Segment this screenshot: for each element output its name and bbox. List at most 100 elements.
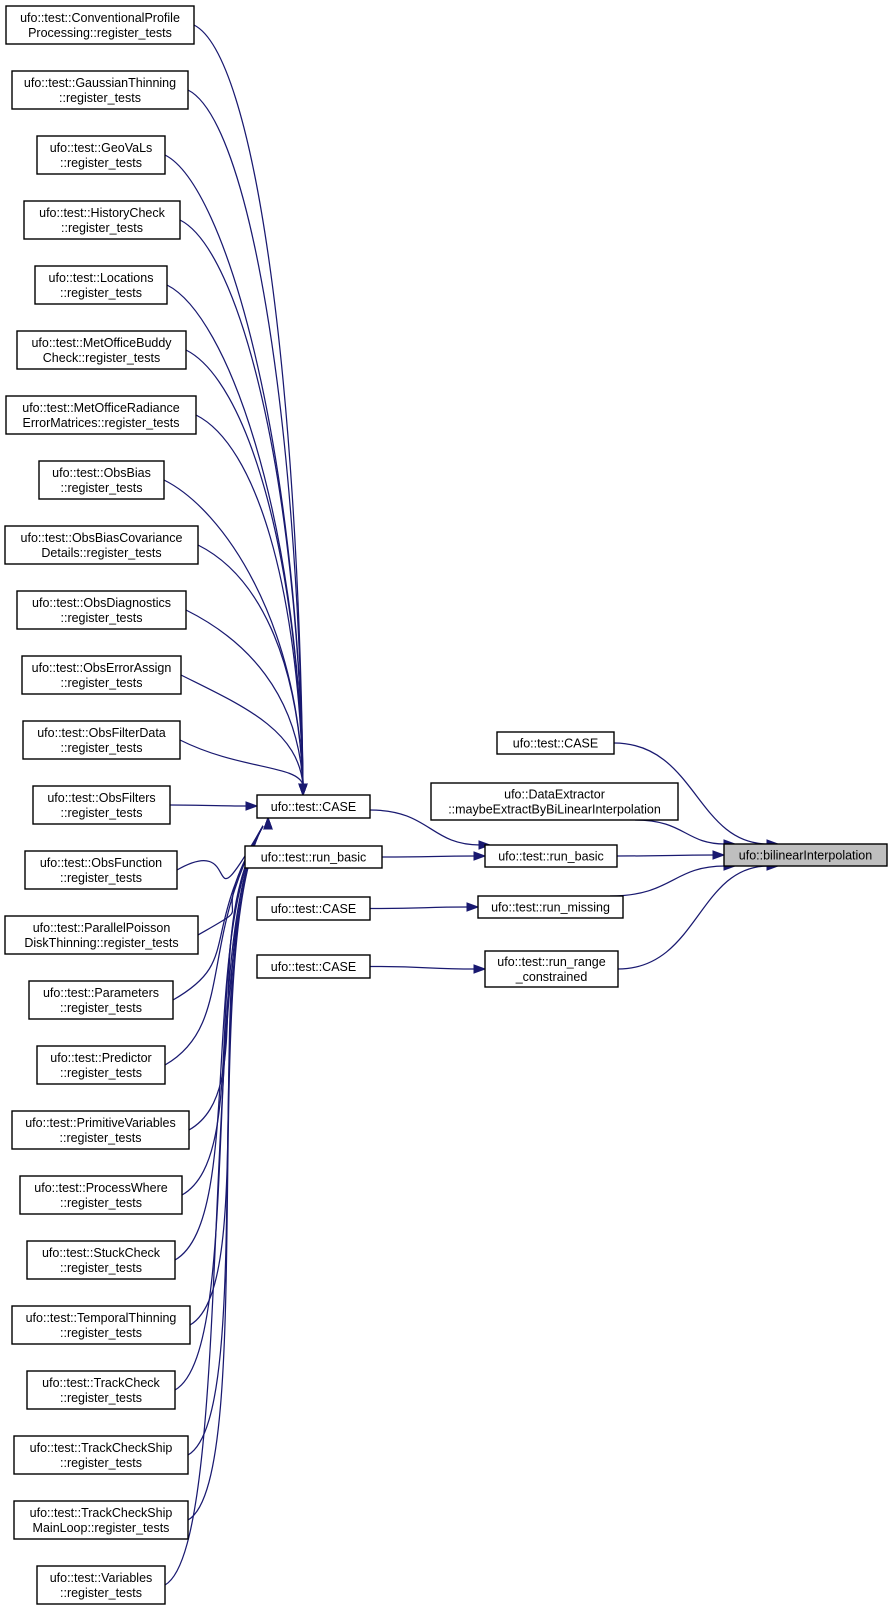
node-label: Processing::register_tests [28, 26, 172, 40]
node-label: ufo::test::CASE [271, 800, 356, 814]
graph-node-case2[interactable]: ufo::test::CASE [256, 896, 371, 921]
edge-line [193, 24, 304, 786]
edge-case2-to-runMissing [369, 902, 480, 912]
node-label: ufo::test::run_missing [491, 901, 610, 915]
node-label: _constrained [515, 970, 588, 984]
node-label: ::maybeExtractByBiLinearInterpolation [448, 803, 661, 817]
graph-node-l10[interactable]: ufo::test::ObsDiagnostics::register_test… [16, 590, 187, 630]
graph-node-caseMain[interactable]: ufo::test::CASE [256, 794, 371, 819]
graph-node-l22[interactable]: ufo::test::TrackCheck::register_tests [26, 1370, 176, 1410]
node-label: ufo::test::ParallelPoisson [33, 921, 171, 935]
node-box [22, 720, 181, 760]
edge-runMissing-to-bilinear [609, 861, 737, 897]
node-label: ufo::test::Variables [50, 1571, 153, 1585]
node-box [19, 1175, 183, 1215]
graph-node-l15[interactable]: ufo::test::ParallelPoissonDiskThinning::… [4, 915, 199, 955]
node-label: ::register_tests [60, 1456, 142, 1470]
graph-node-l25[interactable]: ufo::test::Variables::register_tests [36, 1565, 166, 1605]
graph-node-l24[interactable]: ufo::test::TrackCheckShipMainLoop::regis… [13, 1500, 189, 1540]
edges-layer [163, 24, 780, 1586]
edge-line [609, 865, 726, 897]
graph-node-l13[interactable]: ufo::test::ObsFilters::register_tests [32, 785, 171, 825]
graph-node-l18[interactable]: ufo::test::PrimitiveVariables::register_… [11, 1110, 190, 1150]
node-label: ::register_tests [60, 1326, 142, 1340]
graph-node-l14[interactable]: ufo::test::ObsFunction::register_tests [24, 850, 178, 890]
graph-node-l19[interactable]: ufo::test::ProcessWhere::register_tests [19, 1175, 183, 1215]
edge-l13-to-caseMain [169, 801, 259, 811]
edge-line [169, 804, 248, 807]
edge-line [164, 825, 264, 1066]
node-label: ufo::test::PrimitiveVariables [25, 1116, 176, 1130]
node-label: ufo::DataExtractor [504, 788, 605, 802]
edge-line [369, 965, 476, 970]
edge-line [617, 865, 769, 970]
graph-node-l21[interactable]: ufo::test::TemporalThinning::register_te… [11, 1305, 191, 1345]
edge-line [188, 825, 264, 1131]
edge-line [369, 809, 481, 846]
edge-line [172, 825, 264, 1001]
graph-node-runBasic[interactable]: ufo::test::run_basic [484, 844, 618, 868]
graph-node-dataExtractor[interactable]: ufo::DataExtractor::maybeExtractByBiLine… [430, 782, 679, 821]
graph-node-l12[interactable]: ufo::test::ObsFilterData::register_tests [22, 720, 181, 760]
node-box [34, 265, 168, 305]
graph-node-case3[interactable]: ufo::test::CASE [256, 954, 371, 979]
edge-l24-to-caseMain [187, 816, 273, 1521]
node-box [256, 794, 371, 819]
graph-node-runBasicLeft[interactable]: ufo::test::run_basic [244, 845, 383, 869]
node-label: ufo::test::CASE [271, 902, 356, 916]
graph-node-runMissing[interactable]: ufo::test::run_missing [477, 895, 624, 919]
node-box [21, 655, 182, 695]
edge-l3-to-caseMain [164, 154, 308, 797]
graph-node-l2[interactable]: ufo::test::GaussianThinning::register_te… [11, 70, 189, 110]
node-box [13, 1500, 189, 1540]
node-label: ufo::test::GeoVaLs [50, 141, 153, 155]
edge-runBasic-to-bilinear [616, 850, 726, 860]
graph-node-l3[interactable]: ufo::test::GeoVaLs::register_tests [36, 135, 166, 175]
graph-node-l5[interactable]: ufo::test::Locations::register_tests [34, 265, 168, 305]
edge-line [197, 544, 304, 786]
graph-node-l1[interactable]: ufo::test::ConventionalProfileProcessing… [5, 5, 195, 45]
node-label: MainLoop::register_tests [33, 1521, 170, 1535]
node-box [24, 850, 178, 890]
node-label: ::register_tests [60, 1131, 142, 1145]
arrowhead-icon [466, 902, 480, 912]
node-box [16, 330, 187, 370]
edge-case3-to-runRange [369, 964, 487, 974]
node-box [484, 950, 619, 988]
node-box [23, 200, 181, 240]
edge-line [187, 825, 264, 1521]
node-box [244, 845, 383, 869]
node-box [26, 1240, 176, 1280]
graph-node-l20[interactable]: ufo::test::StuckCheck::register_tests [26, 1240, 176, 1280]
edge-line [180, 674, 304, 786]
graph-node-l8[interactable]: ufo::test::ObsBias::register_tests [38, 460, 165, 500]
edge-line [179, 739, 304, 786]
node-label: ufo::test::StuckCheck [42, 1246, 161, 1260]
root-node-bilinear[interactable]: ufo::bilinearInterpolation [723, 843, 888, 867]
graph-node-l9[interactable]: ufo::test::ObsBiasCovarianceDetails::reg… [4, 525, 199, 565]
node-label: ufo::test::Predictor [50, 1051, 151, 1065]
graph-node-runRange[interactable]: ufo::test::run_range_constrained [484, 950, 619, 988]
arrowhead-icon [245, 801, 259, 811]
edge-line [164, 154, 304, 786]
graph-node-caseTop[interactable]: ufo::test::CASE [496, 731, 615, 755]
edge-line [381, 855, 476, 858]
node-label: ufo::test::MetOfficeRadiance [22, 401, 180, 415]
graph-node-l23[interactable]: ufo::test::TrackCheckShip::register_test… [13, 1435, 189, 1475]
graph-node-l16[interactable]: ufo::test::Parameters::register_tests [28, 980, 174, 1020]
graph-node-l7[interactable]: ufo::test::MetOfficeRadianceErrorMatrice… [5, 395, 197, 435]
edge-line [613, 742, 769, 845]
edge-l12-to-caseMain [179, 739, 308, 797]
arrowhead-icon [712, 850, 726, 860]
node-box [13, 1435, 189, 1475]
graph-node-l11[interactable]: ufo::test::ObsErrorAssign::register_test… [21, 655, 182, 695]
graph-node-l4[interactable]: ufo::test::HistoryCheck::register_tests [23, 200, 181, 240]
graph-node-l6[interactable]: ufo::test::MetOfficeBuddyCheck::register… [16, 330, 187, 370]
graph-node-l17[interactable]: ufo::test::Predictor::register_tests [36, 1045, 166, 1085]
node-label: ufo::bilinearInterpolation [739, 849, 872, 863]
node-label: ufo::test::TrackCheckShip [30, 1441, 173, 1455]
arrowhead-icon [298, 783, 308, 797]
node-box [256, 954, 371, 979]
node-label: ::register_tests [60, 1066, 142, 1080]
node-box [28, 980, 174, 1020]
